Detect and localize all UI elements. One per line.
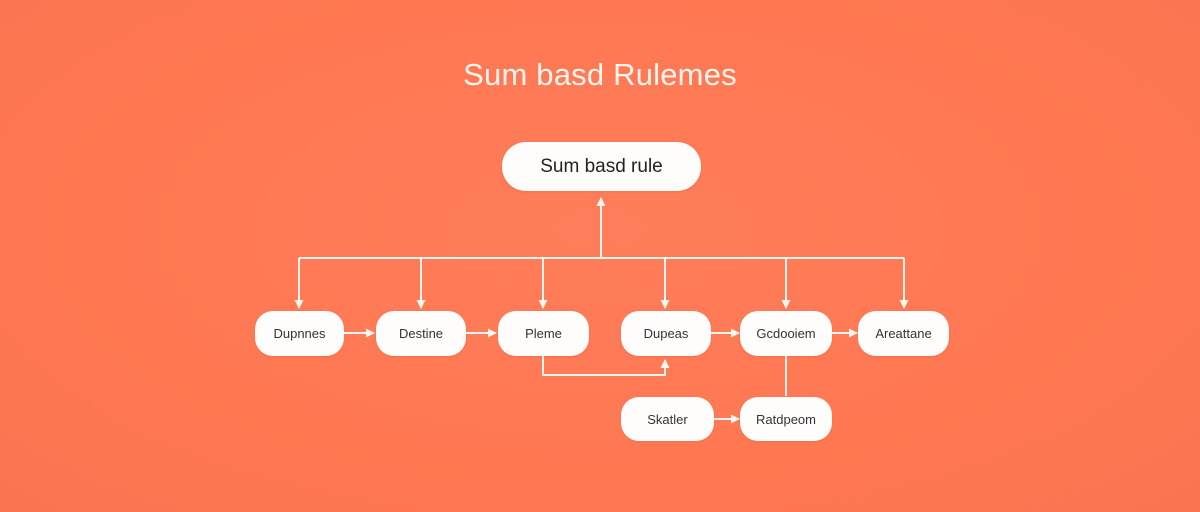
row-node-3: Pleme bbox=[498, 311, 589, 356]
row-node-6: Areattane bbox=[858, 311, 949, 356]
row-node-1: Dupnnes bbox=[255, 311, 344, 356]
root-node: Sum basd rule bbox=[502, 142, 701, 191]
row-node-4: Dupeas bbox=[621, 311, 711, 356]
row-node-5: Gcdooiem bbox=[740, 311, 832, 356]
bottom-node-1: Skatler bbox=[621, 397, 714, 441]
diagram-title: Sum basd Rulemes bbox=[463, 57, 737, 92]
row-node-2: Destine bbox=[376, 311, 466, 356]
bottom-node-2: Ratdpeom bbox=[740, 397, 832, 441]
connector-elbow-3-4 bbox=[542, 356, 670, 376]
